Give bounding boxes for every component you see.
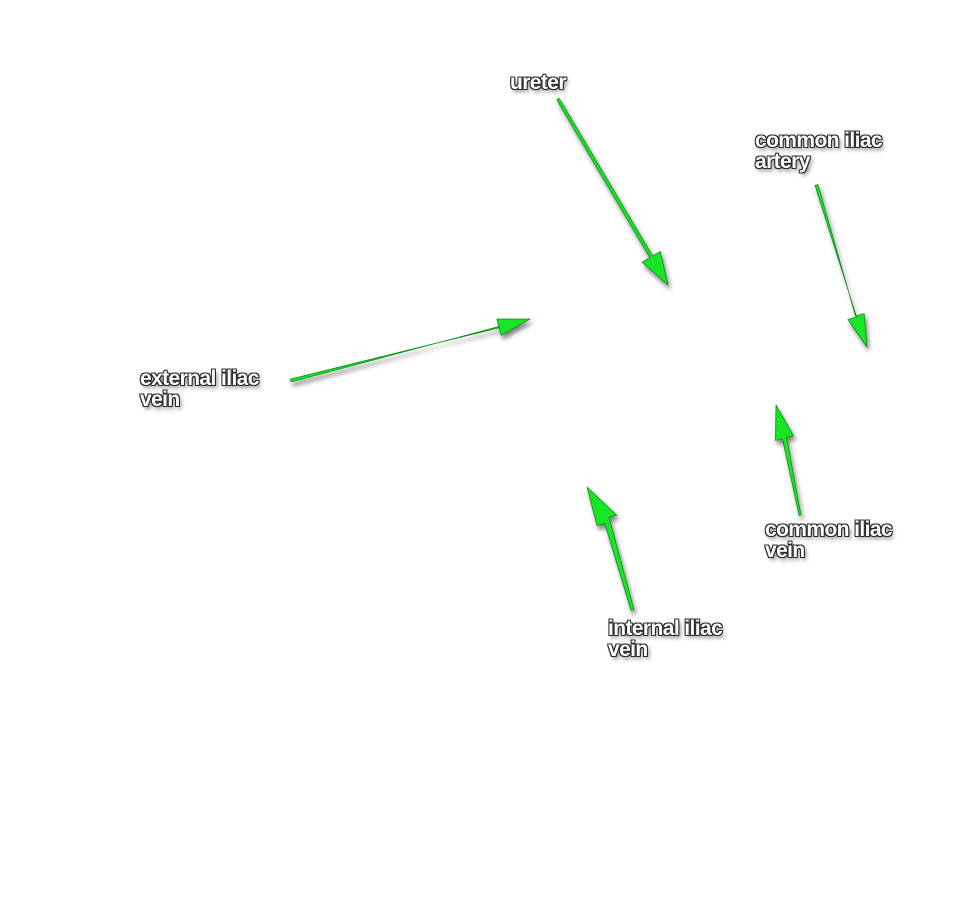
label-internal-iliac-vein-line-1: internal iliac xyxy=(608,617,723,640)
label-common-iliac-vein-line-2: vein xyxy=(765,539,805,562)
label-common-iliac-artery-line-1: common iliac xyxy=(755,129,883,152)
label-common-iliac-vein: common iliac vein xyxy=(765,518,893,562)
label-external-iliac-vein: external iliac vein xyxy=(140,368,259,410)
label-internal-iliac-vein: internal iliac vein xyxy=(608,617,723,661)
label-ureter: ureter xyxy=(510,71,567,94)
common-iliac-artery-arrow xyxy=(814,184,868,348)
label-external-iliac-vein-line-2: vein xyxy=(140,388,180,411)
label-common-iliac-artery-line-2: artery xyxy=(755,150,810,173)
label-internal-iliac-vein-line-2: vein xyxy=(608,638,648,661)
ureter-arrow xyxy=(556,98,669,286)
common-iliac-vein-arrow xyxy=(775,404,802,516)
external-iliac-vein-arrow xyxy=(289,318,531,383)
internal-iliac-vein-arrow xyxy=(586,486,635,611)
label-ureter-line-1: ureter xyxy=(510,71,567,94)
label-common-iliac-vein-line-1: common iliac xyxy=(765,518,893,541)
label-common-iliac-artery: common iliac artery xyxy=(755,129,883,173)
label-external-iliac-vein-line-1: external iliac xyxy=(140,367,259,390)
